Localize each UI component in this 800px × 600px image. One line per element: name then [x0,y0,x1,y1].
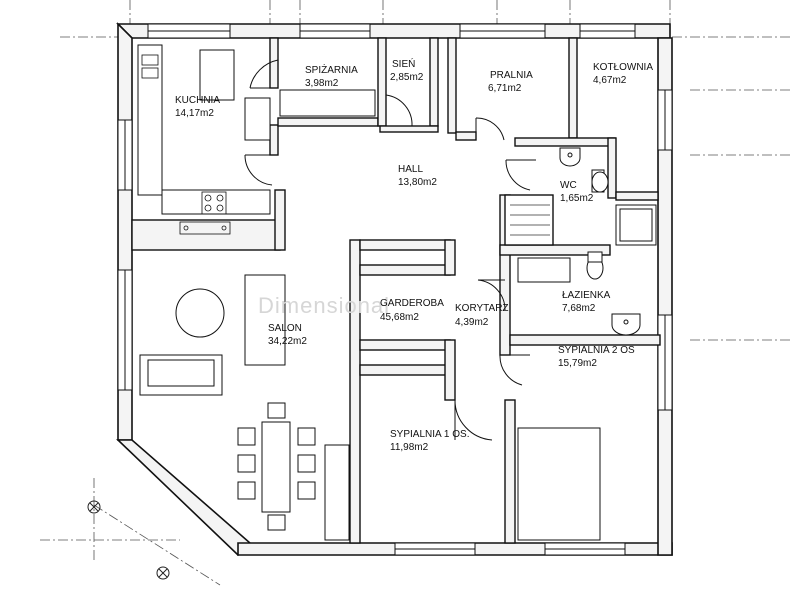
salon-furniture [139,274,286,396]
room-area-kotlownia: 4,67m2 [593,75,627,86]
axis-marker [87,500,170,580]
room-area-salon: 34,22m2 [268,336,307,347]
room-name-sypialnia2: SYPIALNIA 2 OS [558,345,635,356]
room-area-pralnia: 6,71m2 [488,83,522,94]
shower-icon [615,204,657,246]
room-name-korytarz: KORYTARZ [455,303,509,314]
room-name-kotlownia: KOTŁOWNIA [593,62,653,73]
pantry-shelves [279,89,376,117]
room-area-garderoba: 45,68m2 [380,312,419,323]
doors [244,59,536,441]
room-area-sypialnia1: 11,98m2 [390,442,429,453]
room-area-sien: 2,85m2 [390,72,424,83]
room-area-kuchnia: 14,17m2 [175,108,214,119]
windows [117,23,673,556]
bed-icon [517,427,601,541]
room-area-hall: 13,80m2 [398,177,437,188]
bathtub-icon [517,257,571,283]
room-labels: KUCHNIA 14,17m2 SPIŻARNIA 3,98m2 SIEŃ 2,… [175,57,653,453]
room-name-kuchnia: KUCHNIA [175,95,220,106]
kitchen-counter [137,44,271,215]
stairs [510,204,550,236]
sink-icon [141,54,159,79]
interior-walls [131,37,661,544]
room-name-sypialnia1: SYPIALNIA 1 OS. [390,429,469,440]
room-name-pralnia: PRALNIA [490,70,533,81]
room-area-wc: 1,65m2 [560,193,594,204]
room-area-lazienka: 7,68m2 [562,303,596,314]
dining-table [237,402,350,541]
room-name-hall: HALL [398,164,423,175]
stove-icon [179,191,231,235]
room-name-lazienka: ŁAZIENKA [562,290,611,301]
room-name-garderoba: GARDEROBA [380,298,444,309]
room-name-spizarnia: SPIŻARNIA [305,63,358,76]
room-area-sypialnia2: 15,79m2 [558,358,597,369]
room-name-sien: SIEŃ [392,57,415,70]
watermark: Dimensional [258,293,390,318]
room-name-salon: SALON [268,323,302,334]
room-area-spizarnia: 3,98m2 [305,78,339,89]
washbasin-icon [559,147,641,336]
room-name-wc: WC [560,180,577,191]
room-area-korytarz: 4,39m2 [455,317,489,328]
toilet-icon [586,169,609,280]
